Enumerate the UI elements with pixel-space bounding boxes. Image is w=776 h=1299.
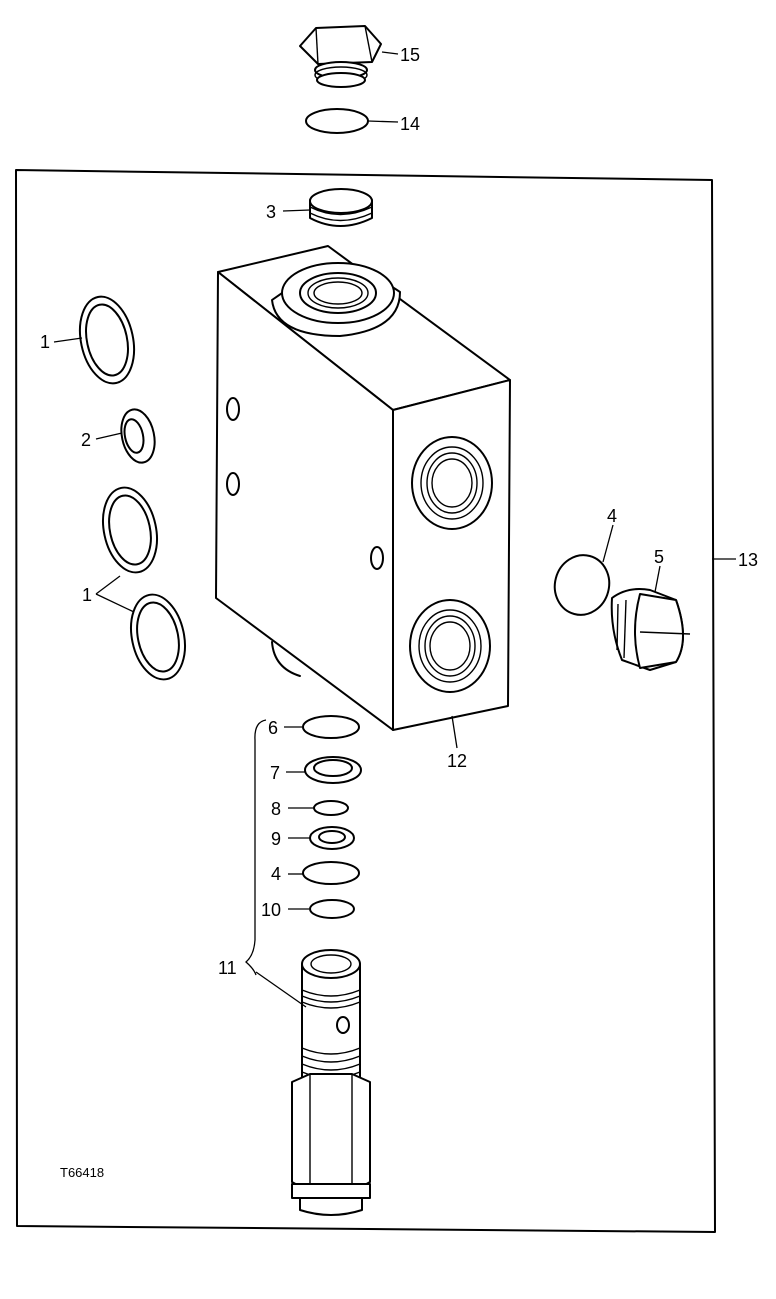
callout-10: 10: [261, 900, 281, 920]
callout-6: 6: [268, 718, 278, 738]
cartridge-valve-11: [291, 949, 371, 1216]
callout-3: 3: [266, 202, 276, 222]
o-ring-4-right: [553, 554, 611, 616]
o-ring-14: [305, 108, 369, 134]
callout-4-stack: 4: [271, 864, 281, 884]
callout-9: 9: [271, 829, 281, 849]
callout-7: 7: [270, 763, 280, 783]
callout-12: 12: [447, 751, 467, 771]
callout-1-upper: 1: [40, 332, 50, 352]
o-ring-4-stack: [302, 861, 360, 885]
callout-15: 15: [400, 45, 420, 65]
callout-13: 13: [738, 550, 758, 570]
ring-1-lower: [130, 593, 186, 681]
callout-4-right: 4: [607, 506, 617, 526]
plug-cap-3: [309, 188, 373, 227]
callout-14: 14: [400, 114, 420, 134]
callout-1-lower: 1: [82, 585, 92, 605]
ring-1-middle: [102, 486, 158, 574]
washer-2: [120, 408, 156, 464]
figure-id: T66418: [60, 1165, 104, 1180]
hex-plug-5: [610, 588, 691, 671]
callout-5: 5: [654, 547, 664, 567]
o-ring-6: [302, 715, 360, 739]
assembly-frame: [15, 169, 716, 1233]
o-ring-8: [313, 800, 349, 816]
callout-2: 2: [81, 430, 91, 450]
backup-ring-7: [304, 756, 362, 784]
hex-plug-15: [299, 25, 382, 88]
o-ring-10: [309, 899, 355, 919]
ring-1-upper: [78, 295, 136, 385]
callout-11: 11: [218, 958, 237, 978]
callout-8: 8: [271, 799, 281, 819]
leader-lines: [53, 51, 736, 1008]
valve-body-12: [215, 245, 511, 731]
backup-ring-9: [309, 826, 355, 850]
